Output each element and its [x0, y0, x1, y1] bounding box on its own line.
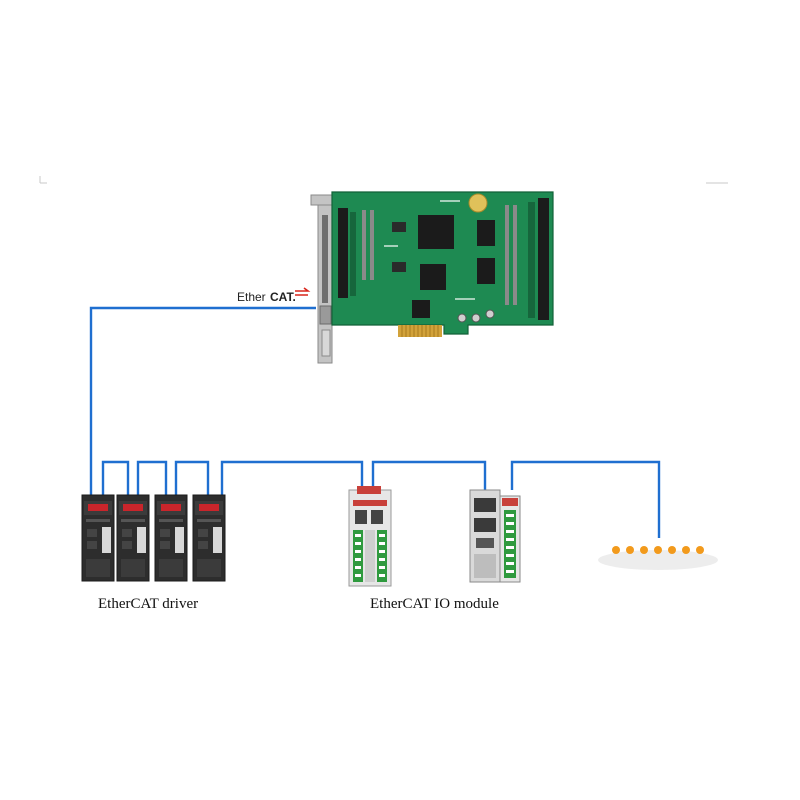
wire-master-to-drive-1 [89, 306, 316, 495]
servo-drive-icon [116, 494, 150, 582]
wire-drive-2-to-3 [136, 460, 168, 495]
ethercat-logo: Ether CAT. [237, 287, 311, 304]
servo-drive-icon [192, 494, 226, 582]
label-ethercat-io-module: EtherCAT IO module [370, 596, 499, 612]
wire-drive-1-to-2 [101, 460, 130, 495]
servo-drive-icon [81, 494, 115, 582]
logo-suffix: CAT. [270, 290, 296, 304]
wire-io-1-to-io-2 [371, 460, 487, 490]
logo-prefix: Ether [237, 290, 266, 304]
servo-drive-icon [154, 494, 188, 582]
wire-io-2-to-more [510, 460, 661, 538]
ethercat-master-card-icon [310, 191, 554, 364]
wire-drive-4-to-io-1 [220, 460, 364, 495]
io-module-icon [469, 489, 521, 583]
io-module-icon [348, 486, 392, 587]
more-devices-dots-icon [598, 546, 718, 570]
wire-drive-3-to-4 [174, 460, 210, 495]
logo-arrow-icon [295, 287, 311, 296]
label-ethercat-driver: EtherCAT driver [98, 596, 198, 612]
ethercat-wiring [89, 306, 661, 538]
page-corner-marks [39, 176, 728, 184]
